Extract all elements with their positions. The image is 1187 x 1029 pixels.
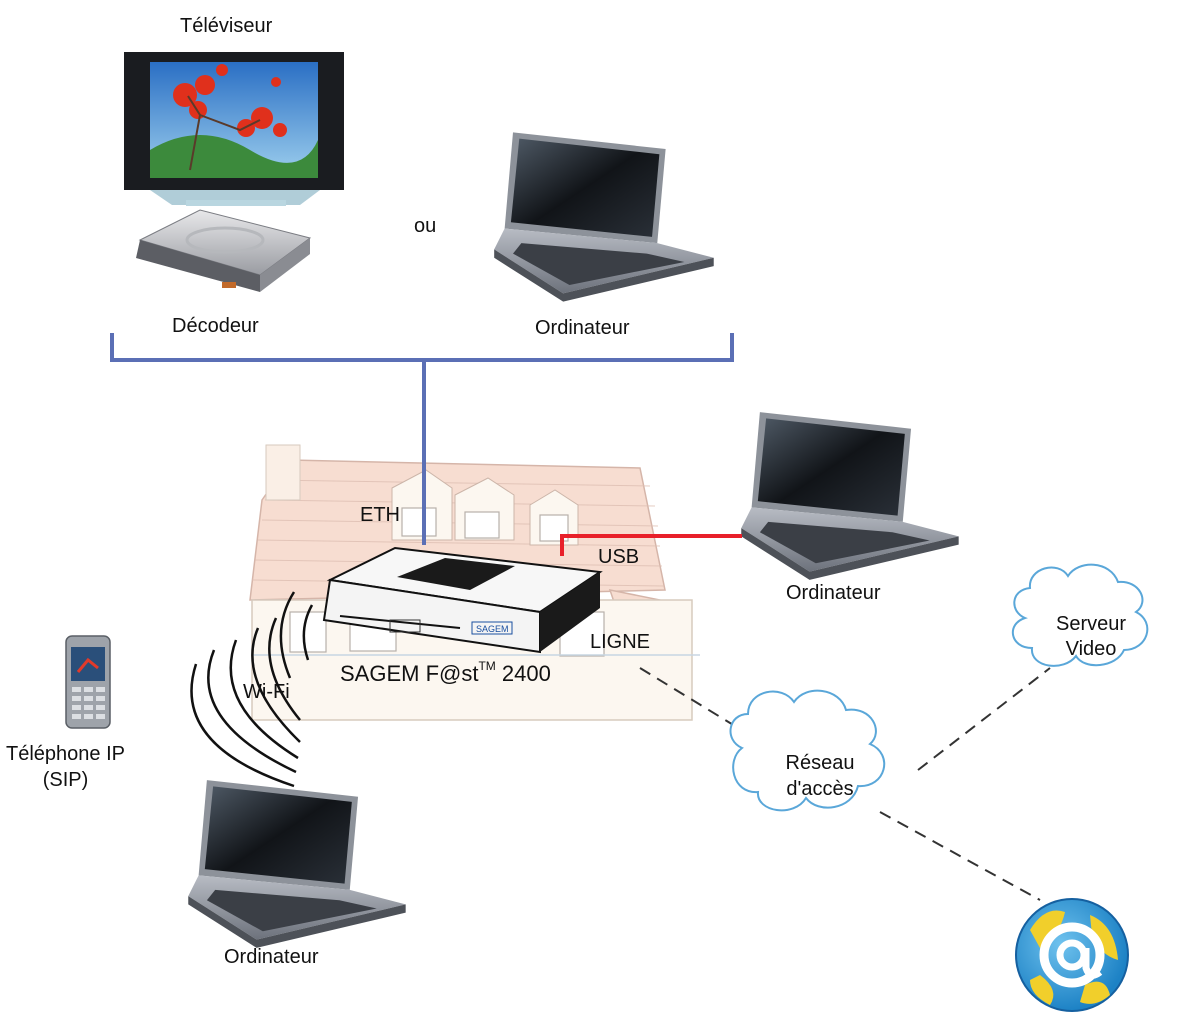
access-network-label-line1: Réseau (785, 752, 855, 774)
ip-phone-label-line2: (SIP) (42, 769, 89, 791)
usb-port-label: USB (598, 546, 640, 568)
wifi-label: Wi-Fi (243, 681, 290, 703)
ip-phone-label-line1: Téléphone IP (6, 743, 125, 765)
computer-label-top: Ordinateur (535, 317, 630, 339)
cloud-icon (1011, 563, 1149, 667)
router-brand: SAGEM (476, 624, 509, 634)
video-server-label-line1: Serveur (1055, 613, 1127, 635)
laptop-icon (188, 780, 406, 948)
line-port-label: LIGNE (590, 631, 651, 653)
usb-cable-line (560, 534, 742, 556)
decoder-label: Décodeur (172, 315, 259, 337)
dashed-links (639, 667, 1051, 901)
router-model-label: SAGEM F@stTM 2400 (340, 660, 551, 686)
ip-phone-label: Téléphone IP (SIP) (6, 741, 125, 793)
eth-port-label: ETH (360, 504, 400, 526)
wifi-waves (190, 591, 314, 788)
computer-label-right: Ordinateur (786, 582, 881, 604)
router-icon: SAGEM (322, 546, 603, 654)
cloud-icon (729, 689, 886, 812)
television-icon (124, 52, 344, 206)
trademark-mark: TM (478, 659, 496, 673)
router-model-prefix: SAGEM F@st (340, 661, 479, 686)
laptop-icon (494, 132, 714, 302)
access-network-label: Réseau d'accès (765, 750, 875, 802)
access-network-label-line2: d'accès (786, 778, 854, 800)
internet-globe-icon (1015, 898, 1129, 1012)
computer-label-bottom: Ordinateur (224, 946, 319, 968)
or-label: ou (414, 215, 437, 237)
laptop-icon (741, 412, 959, 580)
router-model-number: 2400 (495, 661, 551, 686)
ethernet-bus-line (110, 333, 734, 362)
mobile-phone-icon (65, 635, 111, 729)
television-label: Téléviseur (180, 15, 273, 37)
video-server-label-line2: Video (1065, 638, 1117, 660)
set-top-box-icon (136, 209, 312, 292)
